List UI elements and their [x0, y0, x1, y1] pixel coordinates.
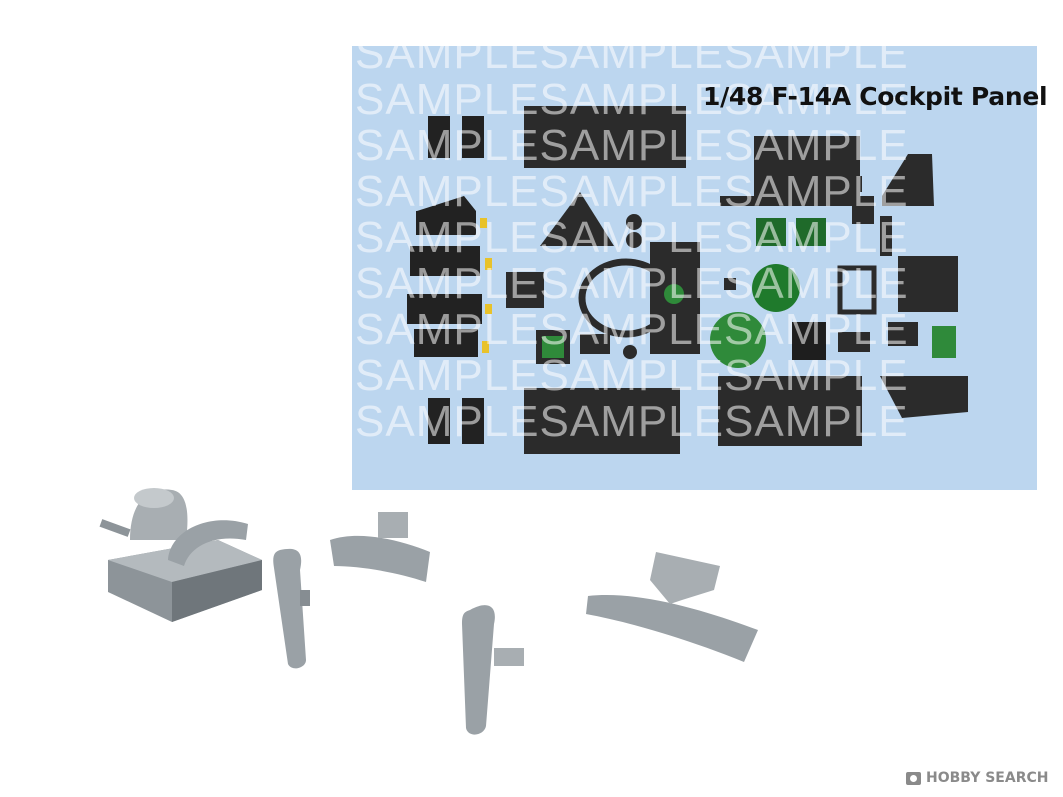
switch-strips-left: [407, 116, 484, 444]
brand-logo: HOBBY SEARCH: [906, 770, 1048, 786]
watermark-row: SAMPLESAMPLESAMPLE: [355, 78, 909, 122]
right-bar: [586, 594, 758, 662]
logo-icon: [906, 771, 921, 785]
top-middle-bar: [330, 535, 430, 582]
right-screen: [932, 326, 956, 358]
watermark-row: SAMPLESAMPLESAMPLE: [355, 32, 909, 76]
watermark-row: SAMPLESAMPLESAMPLE: [355, 170, 909, 214]
throttle-quadrant: [99, 488, 262, 622]
watermark-row: SAMPLESAMPLESAMPLE: [355, 354, 909, 398]
yellow-tabs: [480, 218, 492, 353]
frame-panel: [837, 265, 877, 315]
watermark-row: SAMPLESAMPLESAMPLE: [355, 400, 909, 444]
left-screen: [542, 336, 564, 358]
watermark-row: SAMPLESAMPLESAMPLE: [355, 262, 909, 306]
decal-sheet: [352, 46, 1037, 490]
top-right-panel: [720, 136, 872, 206]
dark-display: [792, 322, 826, 360]
green-display-2: [796, 218, 826, 246]
watermark-row: SAMPLESAMPLESAMPLE: [355, 308, 909, 352]
watermark-row: SAMPLESAMPLESAMPLE: [355, 216, 909, 260]
right-top-panel: [882, 154, 934, 206]
bottom-right-panel: [880, 376, 968, 418]
decal-sheet-panels: [407, 106, 968, 454]
left-display: [506, 272, 544, 308]
green-display-1: [756, 218, 786, 246]
left-grip: [273, 548, 306, 669]
bottom-left-panel: [524, 388, 680, 454]
small-gauges: [580, 176, 918, 359]
watermark-row: SAMPLESAMPLESAMPLE: [355, 124, 909, 168]
top-center-panel: [524, 106, 686, 168]
vdi-scope: [710, 312, 766, 368]
bottom-grip: [462, 605, 495, 735]
center-scope: [664, 284, 684, 304]
triangle-panel: [540, 192, 614, 246]
logo-text: HOBBY SEARCH: [926, 770, 1049, 786]
round-scope: [752, 264, 800, 312]
sheet-title: 1/48 F-14A Cockpit Panel: [703, 82, 1048, 111]
bottom-center-panel: [718, 376, 862, 446]
right-mid-panel: [898, 256, 958, 312]
